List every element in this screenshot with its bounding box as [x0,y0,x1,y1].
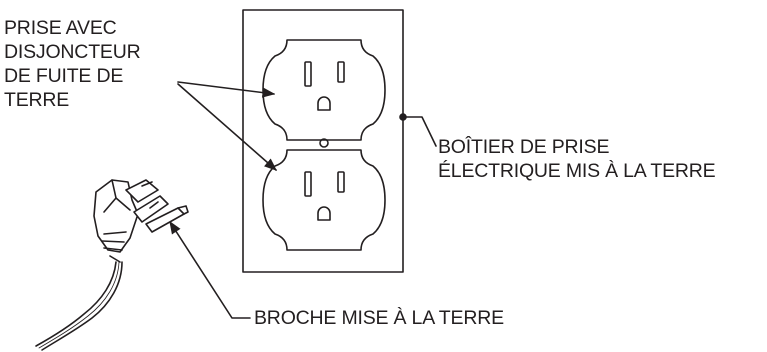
lower-hot-slot [337,171,345,193]
upper-receptacle [262,39,386,141]
gfci-outlet-label: PRISE AVEC DISJONCTEUR DE FUITE DE TERRE [4,16,141,112]
outlet-box [242,9,404,273]
gfci-label-line-4: TERRE [4,89,70,111]
lower-ground-hole [317,206,331,221]
upper-ground-hole [317,96,331,111]
prong-upper [125,179,159,203]
pin-label-line-1: BROCHE MISE À LA TERRE [254,307,504,329]
upper-neutral-slot [304,61,312,87]
lower-receptacle [262,149,386,251]
ground-pin-label: BROCHE MISE À LA TERRE [254,306,504,330]
center-screw [319,138,329,148]
gfci-arrow-lower [177,83,277,171]
gfci-label-line-1: PRISE AVEC [4,17,117,39]
gfci-label-line-2: DISJONCTEUR [4,41,141,63]
box-leader-line [402,116,437,147]
lower-neutral-slot [304,171,312,197]
power-cord [35,261,123,351]
prong-lower [133,195,169,223]
grounded-plug [93,179,189,263]
ground-pin-leader [169,220,251,319]
upper-hot-slot [337,61,345,83]
box-label-line-2: ÉLECTRIQUE MIS À LA TERRE [438,160,716,182]
box-label-line-1: BOÎTIER DE PRISE [438,136,610,158]
gfci-arrow-upper [177,81,276,98]
gfci-label-line-3: DE FUITE DE [4,65,124,87]
grounded-box-label: BOÎTIER DE PRISE ÉLECTRIQUE MIS À LA TER… [438,135,716,183]
